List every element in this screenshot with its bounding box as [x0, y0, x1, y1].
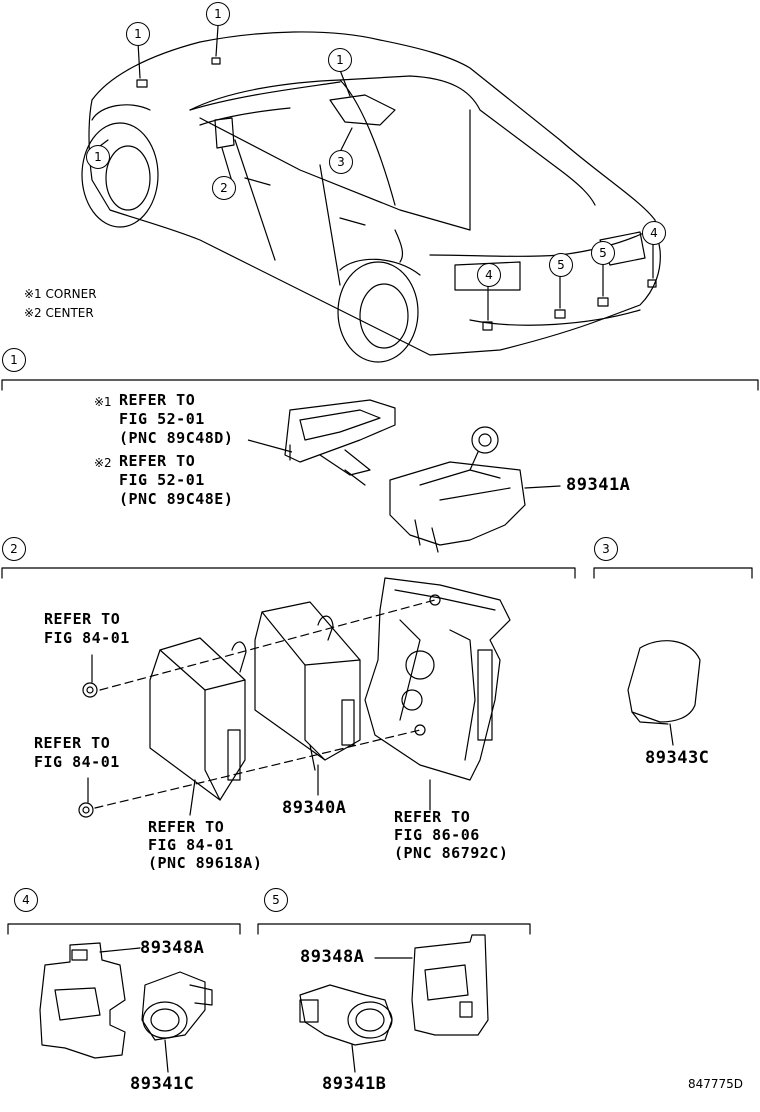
- refC-line2: FIG 84-01: [148, 836, 234, 854]
- refD-line1: REFER TO: [394, 808, 471, 826]
- note-corner: ※1 CORNER: [24, 287, 97, 301]
- callout-2-marker: 2: [212, 176, 236, 200]
- ref2-line3: (PNC 89C48E): [119, 490, 234, 508]
- ref1-line2: FIG 52-01: [119, 410, 205, 428]
- ref2-line2: FIG 52-01: [119, 471, 205, 489]
- ref2-line1: REFER TO: [119, 452, 196, 470]
- part-number-89341C[interactable]: 89341C: [130, 1074, 195, 1094]
- section2-parts: [78, 577, 511, 818]
- section-4-marker: 4: [14, 888, 38, 912]
- section-5-marker: 5: [264, 888, 288, 912]
- note-center: ※2 CENTER: [24, 306, 94, 320]
- section1-parts: [284, 399, 561, 553]
- callout-5-marker: 5: [549, 253, 573, 277]
- callout-4-marker: 4: [477, 263, 501, 287]
- refC-line1: REFER TO: [148, 818, 225, 836]
- part-number-89348A-bracket[interactable]: 89348A: [300, 947, 365, 967]
- callout-5-marker: 5: [591, 241, 615, 265]
- callout-1-marker: 1: [328, 48, 352, 72]
- ref1-mark: ※1: [94, 395, 112, 409]
- section4-parts: [39, 942, 213, 1073]
- section5-parts: [299, 934, 489, 1073]
- part-number-89341B[interactable]: 89341B: [322, 1074, 387, 1094]
- ref1-line1: REFER TO: [119, 391, 196, 409]
- refD-line2: FIG 86-06: [394, 826, 480, 844]
- callout-1-marker: 1: [126, 22, 150, 46]
- part-number-89341A[interactable]: 89341A: [566, 475, 631, 495]
- ref2-mark: ※2: [94, 456, 112, 470]
- section3-part: [627, 640, 701, 746]
- section-3-marker: 3: [594, 537, 618, 561]
- ref1-line3: (PNC 89C48D): [119, 429, 234, 447]
- callout-1-marker: 1: [206, 2, 230, 26]
- part-number-89348A-bracket[interactable]: 89348A: [140, 938, 205, 958]
- refB-line1: REFER TO: [34, 734, 111, 752]
- callout-3-marker: 3: [329, 150, 353, 174]
- refA-line1: REFER TO: [44, 610, 121, 628]
- car-illustration: [81, 25, 661, 363]
- callout-1-marker: 1: [86, 145, 110, 169]
- section-1-marker: 1: [2, 348, 26, 372]
- section-2-marker: 2: [2, 537, 26, 561]
- refB-line2: FIG 84-01: [34, 753, 120, 771]
- refC-line3: (PNC 89618A): [148, 854, 263, 872]
- section-dividers: [1, 379, 759, 935]
- refD-line3: (PNC 86792C): [394, 844, 509, 862]
- figure-id: 847775D: [688, 1077, 744, 1091]
- part-number-89343C[interactable]: 89343C: [645, 748, 710, 768]
- part-number-89340A[interactable]: 89340A: [282, 798, 347, 818]
- refA-line2: FIG 84-01: [44, 629, 130, 647]
- callout-4-marker: 4: [642, 221, 666, 245]
